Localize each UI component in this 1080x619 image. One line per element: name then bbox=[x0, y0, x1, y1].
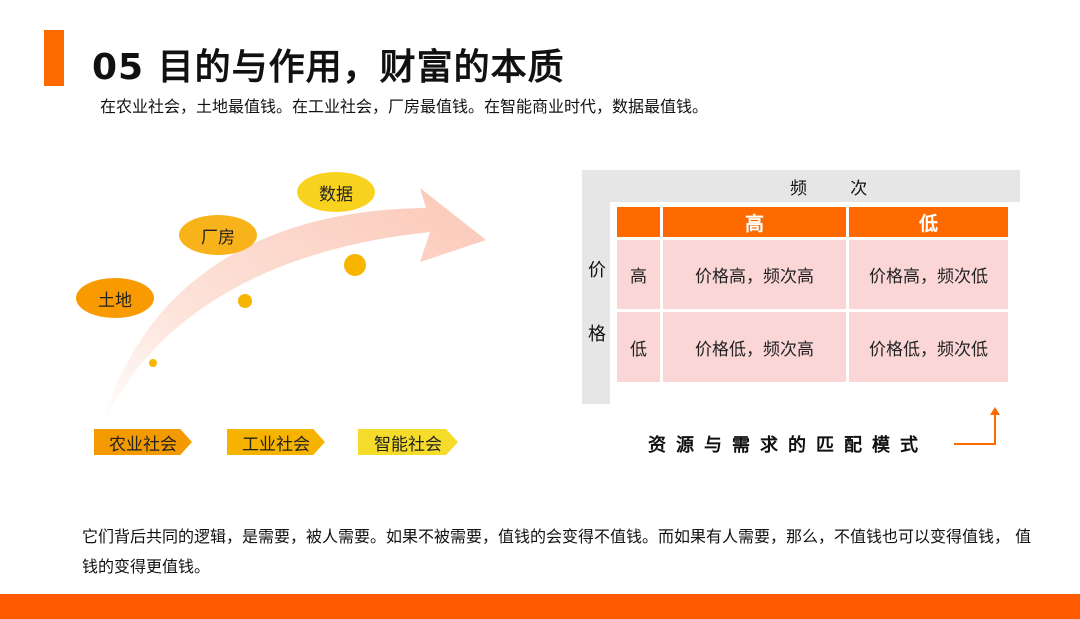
oval-data: 数据 bbox=[297, 172, 375, 212]
page-subtitle: 在农业社会，土地最值钱。在工业社会，厂房最值钱。在智能商业时代，数据最值钱。 bbox=[100, 97, 709, 116]
row-header-high: 高 bbox=[617, 240, 660, 309]
matrix-left-band bbox=[582, 170, 610, 404]
frequency-axis-label: 频 次 bbox=[790, 179, 868, 199]
stage-industry: 工业社会 bbox=[227, 429, 325, 455]
body-paragraph: 它们背后共同的逻辑，是需要，被人需要。如果不被需要，值钱的会变得不值钱。而如果有… bbox=[82, 527, 1032, 576]
matrix-top-band bbox=[582, 170, 1020, 202]
stage-agriculture: 农业社会 bbox=[94, 429, 192, 455]
growth-arrow-graphic bbox=[100, 188, 486, 430]
milestone-dot-small bbox=[147, 357, 159, 369]
row-header-low: 低 bbox=[617, 312, 660, 382]
footer-band bbox=[0, 594, 1080, 619]
oval-land: 土地 bbox=[76, 278, 154, 318]
milestone-dot-medium bbox=[236, 292, 254, 310]
growth-arrow-shape bbox=[100, 188, 486, 430]
cell-low-price-high-freq: 价格低，频次高 bbox=[663, 312, 846, 382]
stage-intelligent: 智能社会 bbox=[358, 429, 458, 455]
title-accent-bar bbox=[44, 30, 64, 86]
milestone-dot-large bbox=[342, 252, 368, 278]
cell-high-price-high-freq: 价格高，频次高 bbox=[663, 240, 846, 309]
col-header-high: 高 bbox=[663, 207, 846, 237]
caption-arrow-icon bbox=[954, 407, 1000, 445]
oval-factory: 厂房 bbox=[179, 215, 257, 255]
cell-high-price-low-freq: 价格高，频次低 bbox=[849, 240, 1008, 309]
matrix-caption: 资源与需求的匹配模式 bbox=[648, 435, 928, 456]
cell-low-price-low-freq: 价格低，频次低 bbox=[849, 312, 1008, 382]
col-header-low: 低 bbox=[849, 207, 1008, 237]
price-axis-label-2: 格 bbox=[588, 324, 606, 345]
matrix-corner bbox=[617, 207, 660, 237]
page-title: 05 目的与作用，财富的本质 bbox=[92, 47, 565, 88]
price-axis-label-1: 价 bbox=[588, 260, 606, 281]
